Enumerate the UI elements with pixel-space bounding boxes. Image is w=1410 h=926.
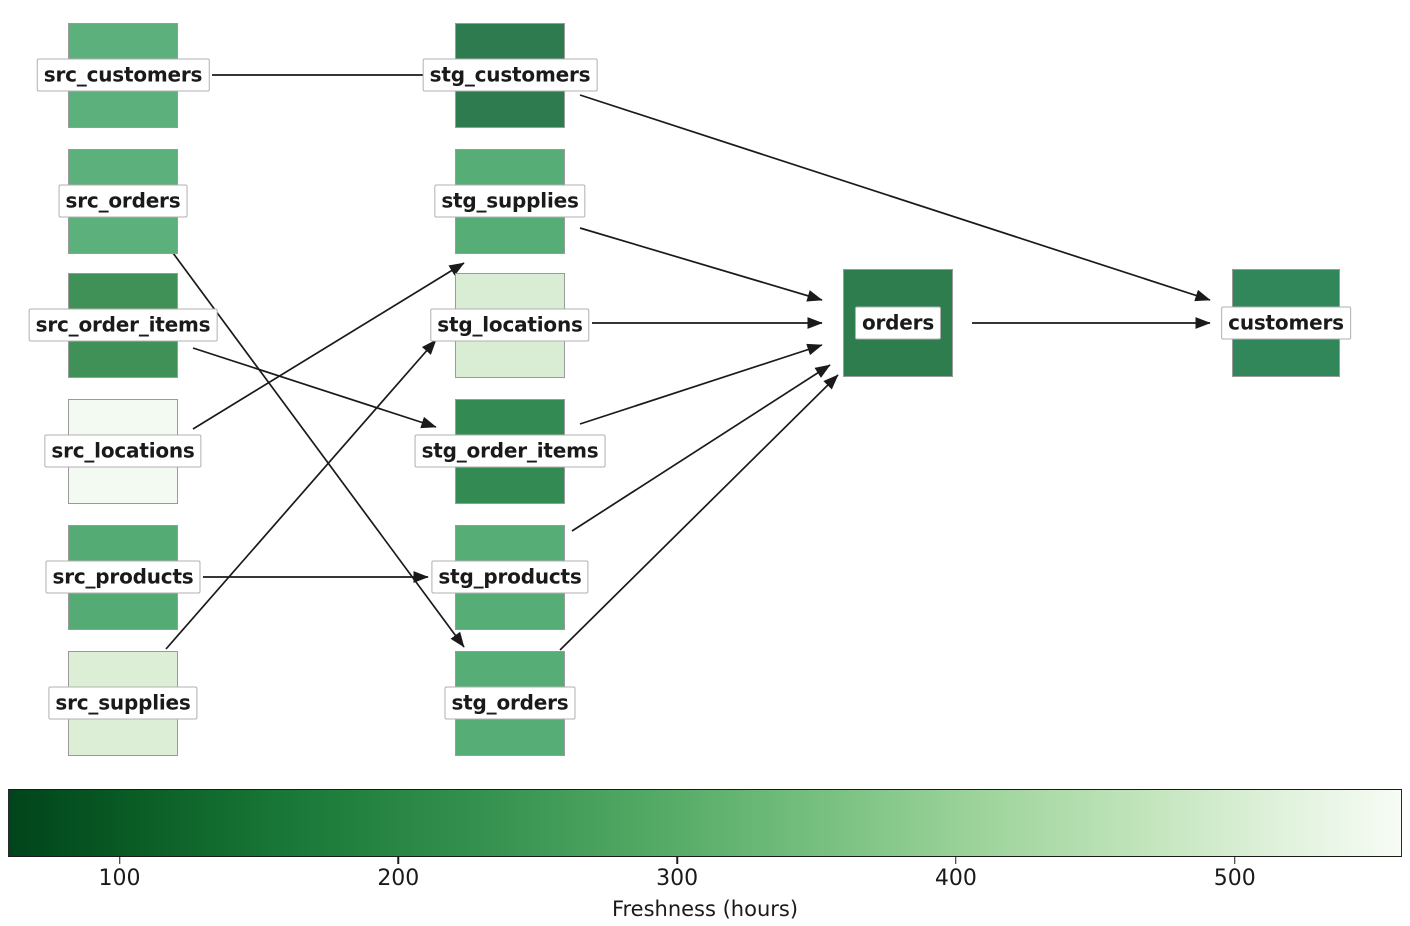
node-label-orders[interactable]: orders — [854, 306, 942, 340]
node-label-src_orders[interactable]: src_orders — [58, 184, 188, 218]
node-label-stg_orders[interactable]: stg_orders — [444, 686, 576, 720]
edge-stg_orders-to-orders — [559, 374, 839, 651]
edge-stg_order_items-to-orders — [579, 343, 823, 425]
colorbar-tick-500 — [1233, 857, 1236, 864]
node-label-src_locations[interactable]: src_locations — [44, 434, 202, 468]
colorbar-tick-label-400: 400 — [934, 866, 977, 891]
node-label-stg_locations[interactable]: stg_locations — [430, 308, 590, 342]
colorbar-tick-400 — [955, 857, 957, 864]
node-label-src_supplies[interactable]: src_supplies — [48, 686, 198, 720]
colorbar-axis-label: Freshness (hours) — [611, 897, 799, 921]
colorbar-gradient — [8, 789, 1402, 857]
colorbar-tick-300 — [676, 857, 678, 864]
colorbar-tick-label-300: 300 — [656, 866, 699, 891]
edge-src_supplies-to-stg_supplies — [165, 339, 437, 650]
node-label-stg_supplies[interactable]: stg_supplies — [434, 184, 586, 218]
node-label-src_order_items[interactable]: src_order_items — [28, 308, 218, 342]
edge-src_order_items-to-stg_order_items — [192, 347, 437, 429]
colorbar-tick-200 — [397, 857, 400, 864]
node-label-src_products[interactable]: src_products — [45, 560, 201, 594]
node-label-stg_customers[interactable]: stg_customers — [422, 58, 598, 92]
colorbar-tick-100 — [118, 857, 121, 864]
colorbar-tick-label-500: 500 — [1213, 866, 1256, 891]
edge-src_locations-to-stg_locations — [192, 262, 465, 430]
node-label-stg_products[interactable]: stg_products — [431, 560, 589, 594]
colorbar-tick-label-100: 100 — [98, 866, 141, 891]
colorbar-tick-label-200: 200 — [377, 866, 420, 891]
colorbar: 100 200 300 400 500 Freshness (hours) — [8, 789, 1402, 921]
edges-group — [165, 74, 1211, 651]
node-label-stg_order_items[interactable]: stg_order_items — [414, 434, 606, 468]
node-label-src_customers[interactable]: src_customers — [36, 58, 210, 92]
edge-stg_products-to-orders — [571, 364, 831, 532]
edge-stg_supplies-to-orders — [579, 227, 823, 302]
node-label-customers[interactable]: customers — [1221, 306, 1351, 340]
